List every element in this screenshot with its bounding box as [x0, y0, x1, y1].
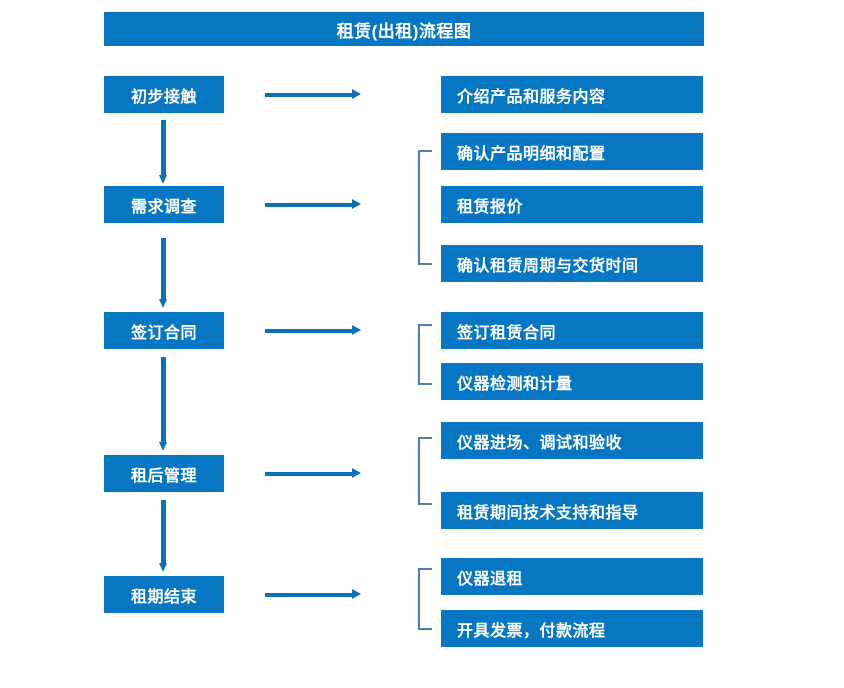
arrow-shaft — [265, 471, 352, 476]
down-arrow-icon-3 — [159, 357, 168, 451]
detail-box-3[interactable]: 租赁报价 — [441, 186, 703, 223]
arrow-head — [159, 442, 167, 451]
page-title: 租赁(出租)流程图 — [104, 12, 704, 46]
arrow-shaft — [161, 238, 166, 299]
arrow-head — [159, 563, 167, 572]
stage-box-5[interactable]: 租期结束 — [104, 576, 224, 613]
group-bracket-2 — [418, 324, 432, 385]
arrow-head — [352, 89, 361, 99]
arrow-head — [159, 299, 167, 308]
detail-box-7[interactable]: 仪器进场、调试和验收 — [441, 422, 703, 459]
right-arrow-icon-2 — [265, 199, 361, 210]
stage-box-4[interactable]: 租后管理 — [104, 455, 224, 492]
detail-box-10[interactable]: 开具发票，付款流程 — [441, 610, 703, 647]
detail-box-6[interactable]: 仪器检测和计量 — [441, 363, 703, 400]
arrow-head — [352, 325, 361, 335]
stage-box-3[interactable]: 签订合同 — [104, 312, 224, 349]
detail-box-1[interactable]: 介绍产品和服务内容 — [441, 76, 703, 113]
arrow-shaft — [265, 592, 352, 597]
detail-box-8[interactable]: 租赁期间技术支持和指导 — [441, 492, 703, 529]
detail-box-4[interactable]: 确认租赁周期与交货时间 — [441, 245, 703, 282]
detail-box-9[interactable]: 仪器退租 — [441, 558, 703, 595]
right-arrow-icon-5 — [265, 589, 361, 600]
down-arrow-icon-2 — [159, 238, 168, 308]
right-arrow-icon-3 — [265, 325, 361, 336]
arrow-head — [352, 589, 361, 599]
stage-box-2[interactable]: 需求调查 — [104, 186, 224, 223]
arrow-head — [352, 199, 361, 209]
detail-box-2[interactable]: 确认产品明细和配置 — [441, 133, 703, 170]
arrow-shaft — [161, 120, 166, 175]
group-bracket-3 — [418, 437, 432, 505]
down-arrow-icon-1 — [159, 120, 168, 184]
detail-box-5[interactable]: 签订租赁合同 — [441, 312, 703, 349]
arrow-head — [159, 175, 167, 184]
group-bracket-4 — [418, 568, 432, 630]
arrow-shaft — [265, 202, 352, 207]
down-arrow-icon-4 — [159, 500, 168, 572]
arrow-head — [352, 468, 361, 478]
group-bracket-1 — [418, 150, 432, 265]
arrow-shaft — [265, 92, 352, 97]
right-arrow-icon-1 — [265, 89, 361, 100]
arrow-shaft — [265, 328, 352, 333]
arrow-shaft — [161, 500, 166, 563]
right-arrow-icon-4 — [265, 468, 361, 479]
stage-box-1[interactable]: 初步接触 — [104, 76, 224, 113]
arrow-shaft — [161, 357, 166, 442]
